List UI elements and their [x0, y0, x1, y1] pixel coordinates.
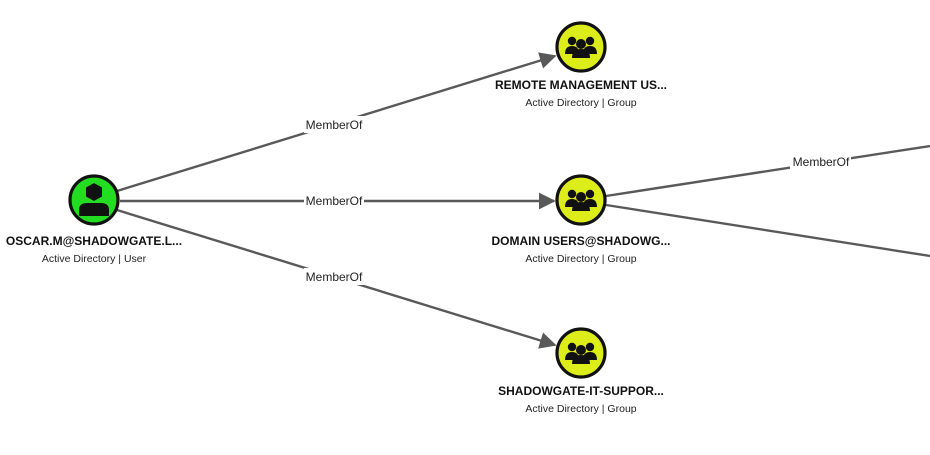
node-group-domain-users[interactable]: DOMAIN USERS@SHADOWG... Active Directory…	[491, 174, 671, 265]
edge-user-to-remote-management[interactable]: MemberOf	[116, 52, 557, 193]
edge-label-memberof: MemberOf	[793, 155, 850, 169]
node-subtitle: Active Directory | User	[42, 253, 147, 265]
edge-label-memberof: MemberOf	[306, 194, 363, 208]
node-subtitle: Active Directory | Group	[525, 97, 636, 109]
node-title: REMOTE MANAGEMENT US...	[495, 78, 667, 92]
node-subtitle: Active Directory | Group	[525, 403, 636, 415]
edge-label-memberof: MemberOf	[306, 118, 363, 132]
node-title: DOMAIN USERS@SHADOWG...	[491, 234, 670, 248]
edge-user-to-it-support[interactable]: MemberOf	[116, 208, 557, 349]
edge-label-memberof: MemberOf	[306, 270, 363, 284]
node-user-oscar[interactable]: OSCAR.M@SHADOWGATE.L... Active Directory…	[6, 174, 182, 265]
edge-user-to-domain-users[interactable]: MemberOf	[120, 192, 556, 210]
node-group-remote-management[interactable]: REMOTE MANAGEMENT US... Active Directory…	[495, 21, 667, 109]
edge-domain-users-to-offscreen-1[interactable]: MemberOf	[605, 144, 930, 198]
node-subtitle: Active Directory | Group	[525, 253, 636, 265]
node-title: OSCAR.M@SHADOWGATE.L...	[6, 234, 182, 248]
node-title: SHADOWGATE-IT-SUPPOR...	[498, 384, 664, 398]
node-group-it-support[interactable]: SHADOWGATE-IT-SUPPOR... Active Directory…	[498, 327, 664, 415]
edge-domain-users-to-offscreen-2[interactable]	[605, 203, 930, 258]
